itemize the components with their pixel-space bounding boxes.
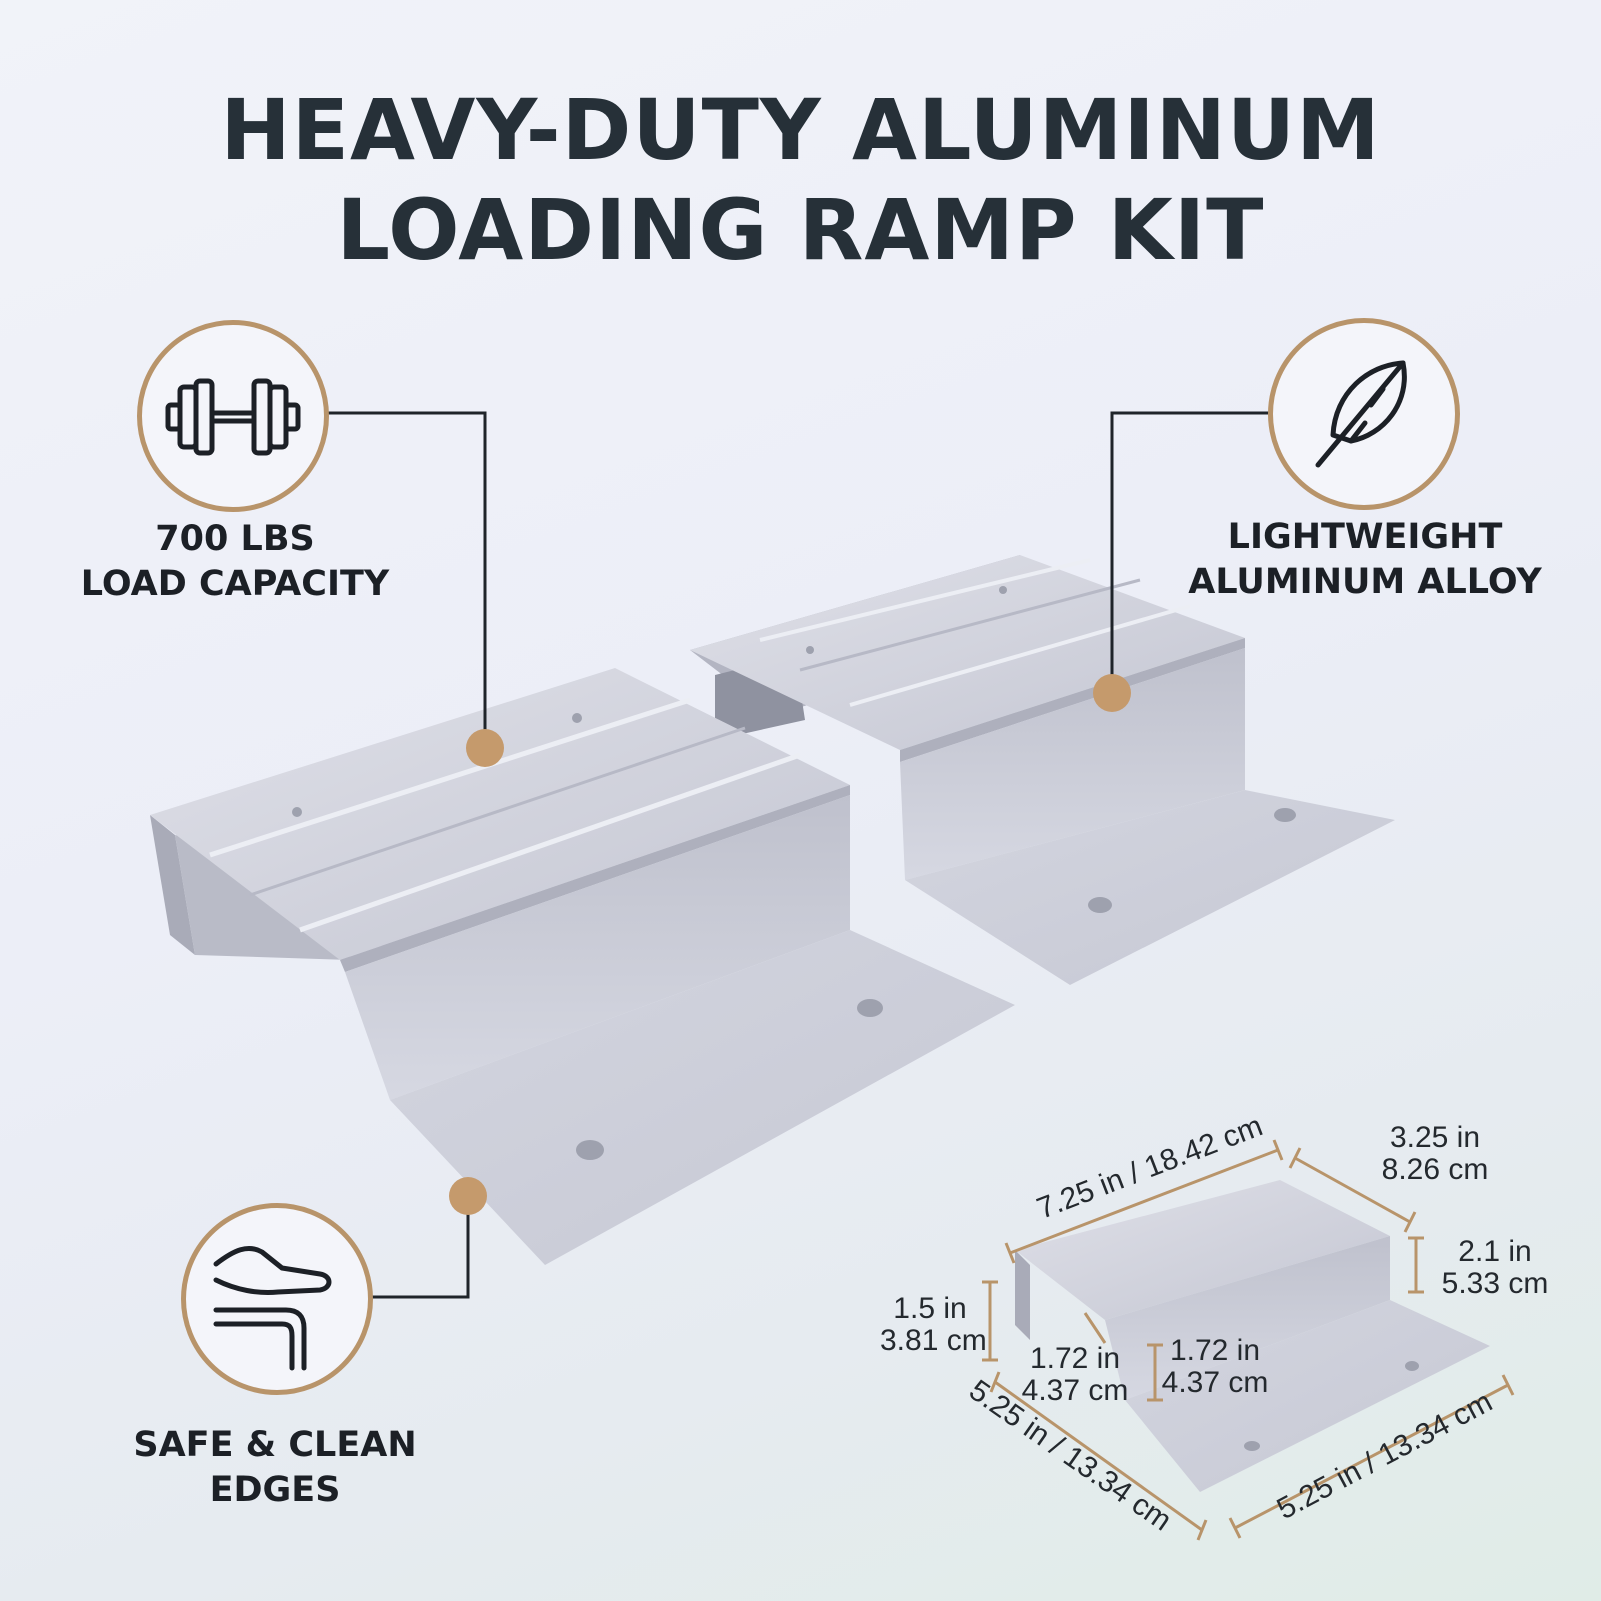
- dim-inner-a-in: 1.72 in: [1029, 1342, 1121, 1375]
- dim-right-height-in: 2.1 in: [1458, 1235, 1532, 1268]
- dimension-ramp: [1015, 1180, 1490, 1492]
- dim-top-depth-cm: 8.26 cm: [1381, 1153, 1489, 1186]
- lightweight-icon-circle: [1268, 318, 1460, 510]
- dim-top-depth: 3.25 in 8.26 cm: [1370, 1122, 1500, 1186]
- dim-inner-a-cm: 4.37 cm: [1021, 1374, 1129, 1407]
- dim-top-depth-in: 3.25 in: [1389, 1121, 1481, 1154]
- lightweight-line-1: LIGHTWEIGHT: [1227, 517, 1503, 557]
- capacity-line-1: 700 LBS: [155, 519, 315, 559]
- feather-icon: [1315, 360, 1407, 468]
- dim-inner-b: 1.72 in 4.37 cm: [1160, 1335, 1270, 1399]
- capacity-line-2: LOAD CAPACITY: [80, 564, 390, 604]
- lightweight-label: LIGHTWEIGHT ALUMINUM ALLOY: [1170, 515, 1560, 605]
- dim-left-height-in: 1.5 in: [893, 1292, 967, 1325]
- dim-inner-b-in: 1.72 in: [1169, 1334, 1261, 1367]
- callout-lines: [325, 411, 1270, 1299]
- title-line-1: HEAVY-DUTY ALUMINUM: [220, 81, 1381, 179]
- callout-dot-safe: [449, 1177, 487, 1215]
- dim-inner-a: 1.72 in 4.37 cm: [1020, 1343, 1130, 1407]
- title-line-2: LOADING RAMP KIT: [336, 181, 1265, 279]
- page-title: HEAVY-DUTY ALUMINUM LOADING RAMP KIT: [0, 80, 1601, 280]
- dim-right-height-cm: 5.33 cm: [1441, 1267, 1549, 1300]
- ramp-right: [690, 555, 1395, 985]
- safe-label: SAFE & CLEAN EDGES: [95, 1423, 455, 1513]
- lightweight-line-2: ALUMINUM ALLOY: [1188, 562, 1542, 602]
- capacity-label: 700 LBS LOAD CAPACITY: [55, 517, 415, 607]
- hand-bend-icon: [213, 1246, 332, 1371]
- dim-inner-b-cm: 4.37 cm: [1161, 1366, 1269, 1399]
- ramp-left: [150, 668, 1015, 1265]
- dim-left-height: 1.5 in 3.81 cm: [880, 1292, 987, 1357]
- dimension-lines: [982, 1139, 1515, 1541]
- dumbbell-icon: [165, 378, 301, 456]
- safe-line-1: SAFE & CLEAN: [133, 1425, 417, 1465]
- callout-dot-lightweight: [1093, 674, 1131, 712]
- dim-left-height-cm: 3.81 cm: [880, 1324, 987, 1357]
- safe-line-2: EDGES: [209, 1470, 341, 1510]
- dim-right-height: 2.1 in 5.33 cm: [1430, 1236, 1560, 1300]
- safe-icon-circle: [181, 1203, 373, 1395]
- callout-dot-capacity: [466, 729, 504, 767]
- capacity-icon-circle: [137, 320, 329, 512]
